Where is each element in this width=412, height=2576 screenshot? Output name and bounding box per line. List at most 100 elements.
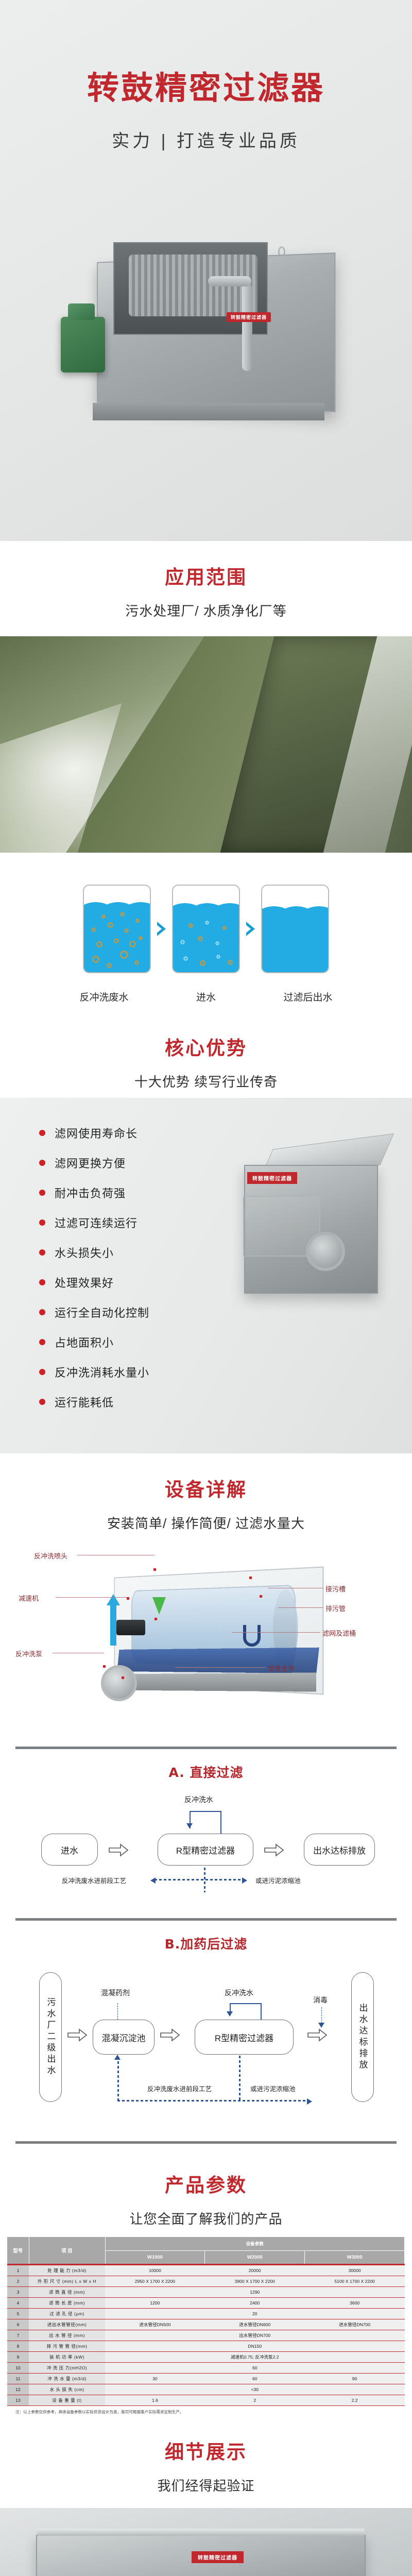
equipment-cutaway-diagram: 反冲洗喷头 减速机 反冲洗泵 接污槽 排污管 滤网及滤桶 设备主体 (0, 1548, 412, 1733)
callout-sludge-trough: 接污槽 (325, 1585, 346, 1593)
table-cell-value: 进水管径DN600 (204, 2319, 305, 2330)
th-col-w1000: W1000 (105, 2250, 205, 2265)
table-cell-index: 7 (7, 2330, 29, 2341)
bullet-icon (39, 1160, 45, 1166)
table-cell-item: 滤 筒 直 径 (mm) (29, 2286, 105, 2298)
bullet-icon (39, 1219, 45, 1226)
table-cell-item: 处 理 能 力 (m3/d) (29, 2264, 105, 2276)
flow-a-node-inlet: 进水 (41, 1834, 98, 1866)
flow-b-node-inlet: 污水厂二级出水 (39, 1972, 62, 2102)
application-title: 应用范围 (165, 566, 247, 588)
water-glass-partly-clean (172, 885, 240, 973)
list-item: 耐冲击负荷强 (39, 1184, 412, 1201)
application-section: 应用范围 污水处理厂/ 水质净化厂等 (0, 541, 412, 853)
flow-arrow-icon (108, 1843, 129, 1857)
th-col-w2000: W2000 (204, 2250, 305, 2265)
table-cell-value: 10000 (105, 2264, 205, 2276)
table-cell-index: 13 (7, 2395, 29, 2406)
machine-nameplate-badge: 转鼓精密过滤器 (227, 312, 271, 322)
tank-nameplate-badge: 转鼓精密过滤器 (192, 2551, 244, 2563)
table-cell-value: 1.6 (105, 2395, 205, 2406)
table-cell-item: 滤 筒 长 度 (mm) (29, 2297, 105, 2309)
step-label-backwash: 反冲洗废水 (79, 992, 129, 1003)
flow-a-backwash-label: 反冲洗水 (184, 1795, 213, 1804)
table-cell-item: 冲 洗 水 量 (m3/d) (29, 2373, 105, 2384)
table-cell-value: 2.2 (304, 2395, 405, 2406)
table-cell-value: 5100 X 1700 X 2200 (304, 2276, 405, 2287)
list-item: 占地面积小 (39, 1334, 412, 1350)
table-cell-value: 20 (105, 2308, 405, 2319)
list-item: 反冲洗消耗水量小 (39, 1364, 412, 1380)
advantages-machine-photo: 转鼓精密过滤器 (229, 1133, 399, 1304)
bullet-icon (39, 1369, 45, 1375)
table-cell-index: 6 (7, 2319, 29, 2330)
table-cell-value: DN150 (105, 2341, 405, 2352)
list-item: 处理效果好 (39, 1274, 412, 1291)
table-cell-value: 3600 (304, 2297, 405, 2309)
flow-b-node-filter: R型精密过滤器 (195, 2020, 294, 2055)
parameters-note: 注：以上参数仅供参考，具体设备参数以实际供货设计为准，我司可根据客户实际需求定制… (15, 2410, 184, 2414)
table-cell-index: 3 (7, 2286, 29, 2298)
table-cell-item: 排 污 管 管 径(mm) (29, 2341, 105, 2352)
bullet-icon (39, 1190, 45, 1196)
callout-backwash-nozzle: 反冲洗喷头 (34, 1552, 68, 1560)
table-cell-value: 30 (105, 2373, 205, 2384)
flow-b-section: B.加药后过滤 污水厂二级出水 混凝药剂 混凝沉淀池 反冲洗水 R型精密过滤器 … (0, 1934, 412, 2128)
parameters-subtitle: 让您全面了解我们的产品 (129, 2211, 283, 2227)
table-cell-index: 12 (7, 2384, 29, 2395)
flow-b-dosing-label: 混凝药剂 (101, 1989, 130, 1997)
table-cell-value: 减速机0.75; 反冲洗泵2.2 (105, 2351, 405, 2363)
th-group: 设备参数 (105, 2237, 405, 2251)
water-glass-clean (261, 885, 329, 973)
flow-b-diagram: 污水厂二级出水 混凝药剂 混凝沉淀池 反冲洗水 R型精密过滤器 消毒 (0, 1958, 412, 2128)
flow-a-section: A. 直接过滤 反冲洗水 进水 R型精密过滤器 出水达标排放 反冲洗废水进前段工… (0, 1762, 412, 1905)
table-cell-item: 装 机 功 率 (kW) (29, 2351, 105, 2363)
list-item: 水头损失小 (39, 1244, 412, 1261)
divider (15, 2141, 397, 2144)
equipment-title: 设备详解 (165, 1479, 247, 1501)
hero-section: 转鼓精密过滤器 实力 | 打造专业品质 转鼓精密过滤器 (0, 0, 412, 541)
flow-b-node-outlet: 出水达标排放 (351, 1972, 374, 2102)
equipment-detail-section: 设备详解 安装简单/ 操作简便/ 过滤水量大 反冲洗喷头 减速机 反冲洗泵 (0, 1453, 412, 1733)
page-title: 转鼓精密过滤器 (87, 69, 325, 107)
table-cell-value: 60 (105, 2362, 405, 2374)
application-subtitle: 污水处理厂/ 水质净化厂等 (125, 603, 287, 619)
step-arrow-1-icon (153, 922, 166, 936)
table-cell-value: 2950 X 1700 X 2200 (105, 2276, 205, 2287)
table-cell-value: 出水管径DN700 (105, 2330, 405, 2341)
flow-arrow-icon (307, 2028, 328, 2042)
table-cell-index: 9 (7, 2351, 29, 2363)
table-cell-value: 90 (304, 2373, 405, 2384)
flow-a-title: A. 直接过滤 (168, 1765, 244, 1780)
table-cell-value: 60 (204, 2373, 305, 2384)
flow-b-title: B.加药后过滤 (164, 1937, 248, 1952)
callout-filter-mesh-drum: 滤网及滤桶 (322, 1630, 356, 1637)
table-cell-index: 5 (7, 2308, 29, 2319)
bullet-icon (39, 1339, 45, 1345)
bullet-icon (39, 1130, 45, 1136)
details-subtitle: 我们经得起验证 (157, 2478, 255, 2494)
parameters-title: 产品参数 (165, 2174, 247, 2196)
flow-b-node-coagulation: 混凝沉淀池 (93, 2020, 154, 2055)
flow-b-note-left: 反冲洗废水进前段工艺 (147, 2086, 212, 2093)
hero-machine-photo: 转鼓精密过滤器 (57, 222, 360, 438)
water-glass-dirty (83, 885, 151, 973)
table-cell-value: 1200 (105, 2297, 205, 2309)
hero-subtitle: 实力 | 打造专业品质 (112, 131, 300, 151)
step-label-inlet: 进水 (196, 992, 216, 1003)
machine-nameplate-badge: 转鼓精密过滤器 (247, 1172, 297, 1184)
table-cell-item: 冲 洗 压 力(mH2O) (29, 2362, 105, 2374)
callout-drain-pipe: 排污管 (325, 1605, 346, 1613)
list-item: 运行能耗低 (39, 1394, 412, 1410)
table-cell-item: 设 备 重 量 (t) (29, 2395, 105, 2406)
